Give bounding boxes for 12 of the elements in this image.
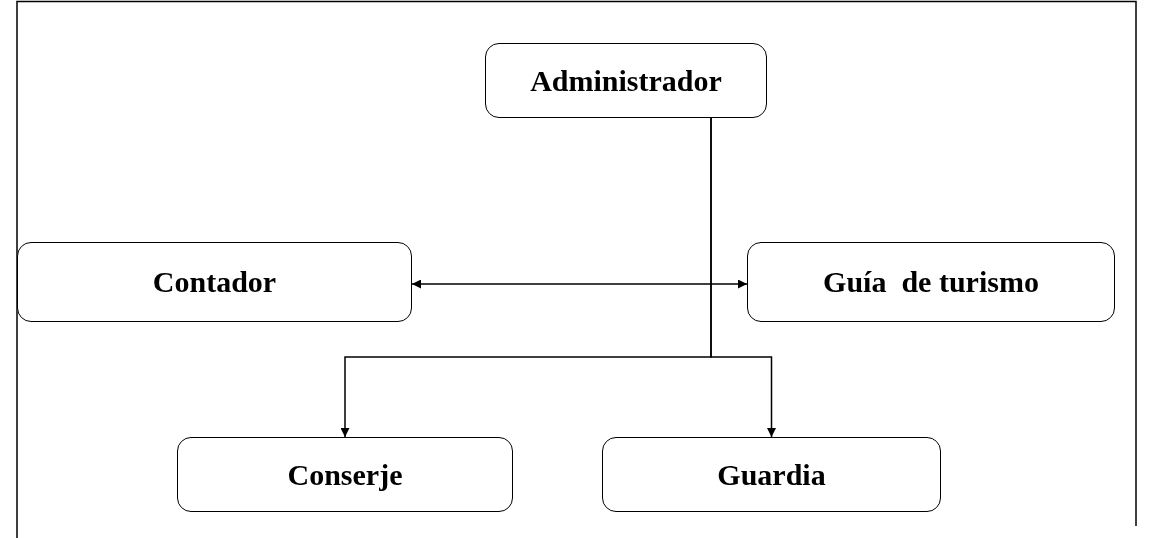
role-title: Conserje [287,457,403,492]
role-title: Contador [152,265,277,299]
role-box [747,242,1115,322]
role-box [602,437,941,512]
role-box [17,242,412,322]
role-title: Administrador [530,63,722,98]
role-box [177,437,513,512]
role-box [485,43,767,118]
connector-arrow [710,117,776,438]
connector-arrow [411,279,748,289]
role-title: Guardia [717,457,826,492]
role-title: Guía de turismo [823,265,1039,299]
